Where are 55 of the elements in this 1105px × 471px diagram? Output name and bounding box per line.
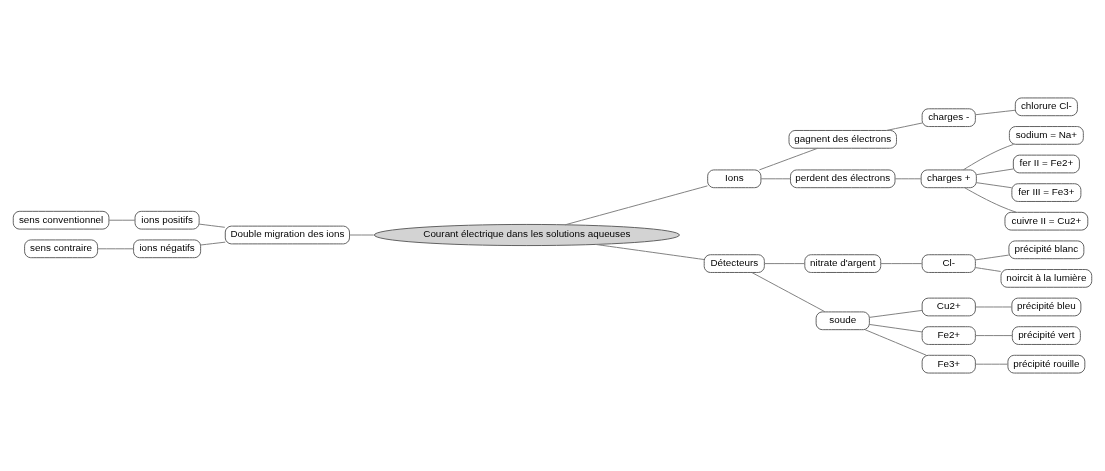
connector [751, 272, 826, 313]
node-box: gagnent des électrons [788, 130, 897, 149]
node-box: charges + [920, 169, 977, 189]
node-box: fer III = Fe3+ [1011, 183, 1082, 202]
node-box: soude [815, 311, 870, 331]
connector [594, 243, 705, 261]
node-ellipse: Courant électrique dans les solutions aqueuses [373, 223, 680, 247]
connector [975, 306, 1013, 308]
connector [975, 182, 1013, 189]
connector [758, 147, 819, 171]
node-box: perdent des électrons [790, 169, 896, 189]
connector [975, 267, 1002, 272]
node-box: sens contraire [24, 239, 99, 259]
node-box: Double migration des ions [224, 225, 350, 245]
connector [868, 309, 923, 318]
connector [962, 143, 1015, 171]
connector [880, 263, 923, 265]
connector [200, 241, 226, 246]
connector [964, 187, 1017, 213]
node-box: ions positifs [134, 210, 200, 230]
connector [975, 168, 1014, 176]
connector [894, 178, 922, 180]
node-box: sodium = Na+ [1008, 126, 1084, 145]
node-box: Détecteurs [703, 254, 765, 273]
node-box: cuivre II = Cu2+ [1004, 211, 1089, 231]
node-box: fer II = Fe2+ [1012, 154, 1080, 174]
node-box: chlorure Cl- [1014, 97, 1078, 117]
connector [108, 219, 136, 221]
connector [975, 254, 1010, 261]
node-box: noircit à la lumière [1000, 269, 1093, 288]
node-box: précipité rouille [1007, 354, 1086, 374]
connector [763, 263, 806, 265]
node-box: Fe2+ [921, 326, 976, 345]
connector [885, 122, 923, 131]
node-box: Ions [707, 169, 762, 189]
node-box: nitrate d'argent [804, 254, 882, 273]
connector [349, 234, 375, 236]
node-box: précipité vert [1011, 326, 1081, 345]
node-box: Cu2+ [921, 297, 976, 317]
connector [97, 248, 135, 250]
connector [975, 335, 1013, 337]
connector [975, 363, 1009, 365]
node-box: Fe3+ [921, 354, 976, 374]
connector [760, 178, 791, 180]
node-box: charges - [921, 108, 976, 128]
connector [198, 223, 226, 228]
node-box: précipité blanc [1008, 240, 1085, 260]
connector [975, 109, 1016, 116]
node-box: précipité bleu [1011, 297, 1082, 317]
node-box: ions négatifs [133, 239, 202, 259]
connector [864, 329, 927, 356]
node-box: sens conventionnel [12, 210, 110, 230]
connector [564, 185, 708, 226]
node-box: Cl- [921, 254, 976, 273]
connector [868, 323, 923, 333]
